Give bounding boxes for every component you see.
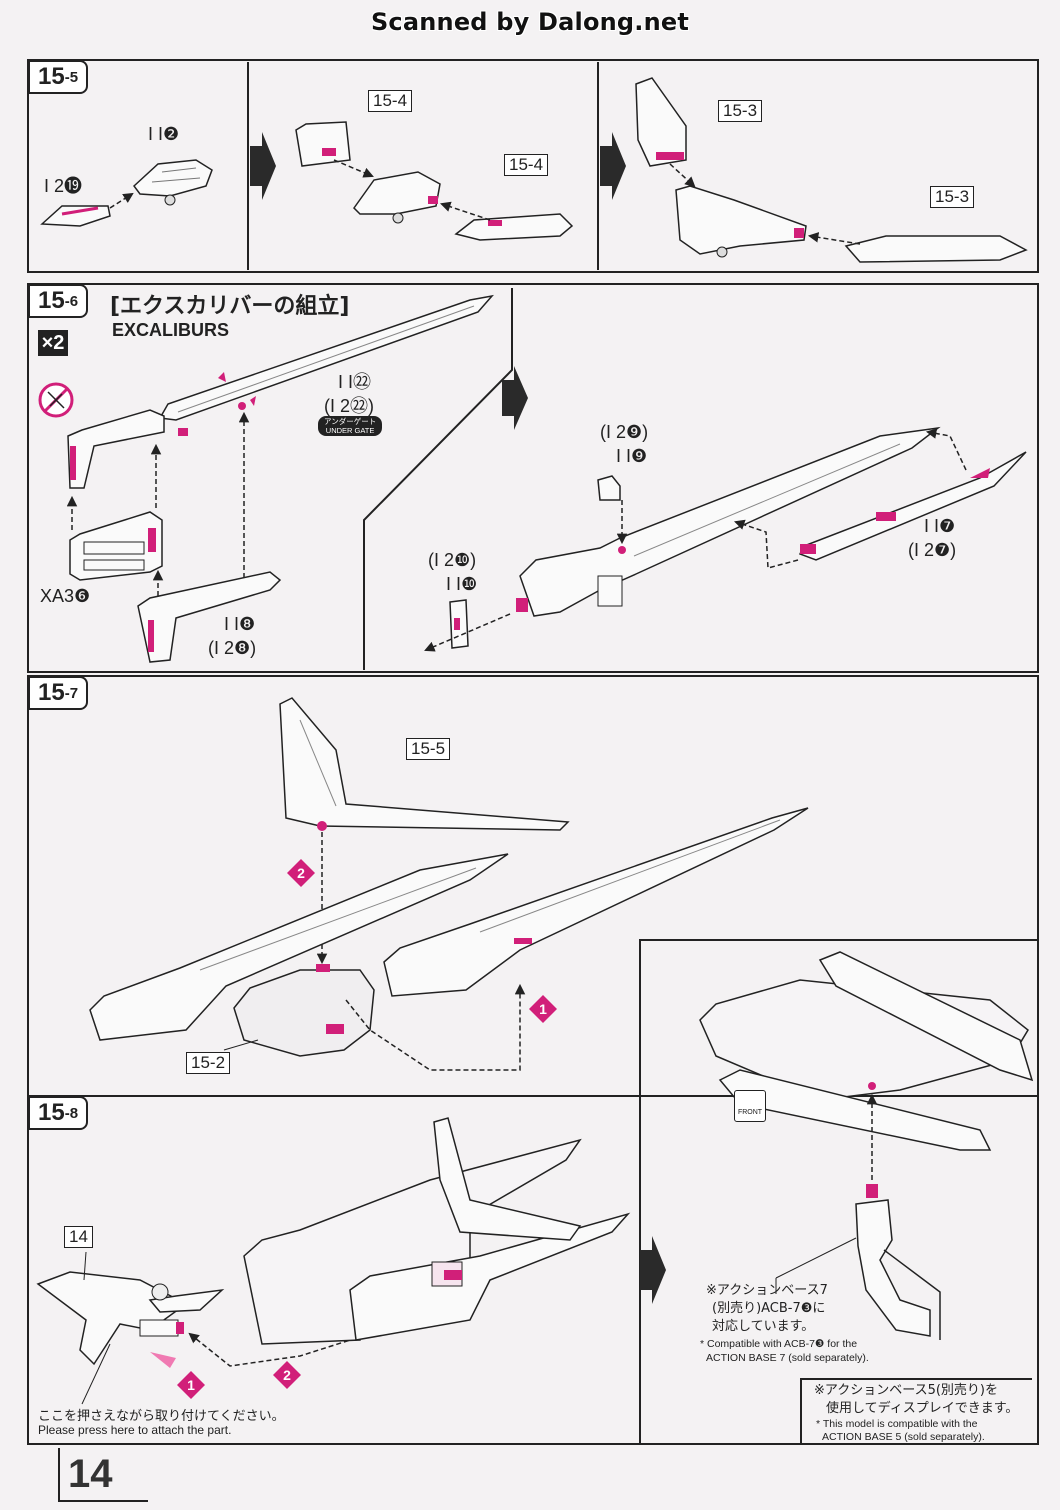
svg-text:2: 2 bbox=[283, 1367, 291, 1383]
step-sub-number: -8 bbox=[64, 1105, 79, 1122]
front-icon-label: FRONT bbox=[737, 1109, 763, 1116]
part-label-12-22: (I 2㉒) bbox=[324, 396, 375, 416]
part-label-xa3-6: XA3❻ bbox=[40, 586, 91, 606]
step-number: 15 bbox=[38, 679, 65, 706]
part-label-12-9: (I 2❾) bbox=[600, 422, 649, 442]
page-number: 14 bbox=[58, 1448, 148, 1502]
step-number: 15 bbox=[38, 1099, 65, 1126]
multiplier-badge: ×2 bbox=[38, 330, 68, 356]
front-icon: FRONT bbox=[734, 1090, 766, 1122]
part-label-11-22: I I㉒ bbox=[338, 372, 372, 392]
step-badge-15-5: 15-5 bbox=[28, 60, 89, 94]
under-gate-jp: アンダーゲート bbox=[324, 417, 377, 426]
part-label-11-10: I I❿ bbox=[446, 574, 478, 594]
ref-tag-15-4-b: 15-4 bbox=[504, 154, 549, 176]
part-label-11-9: I I❾ bbox=[616, 446, 648, 466]
ab5-note-jp-2: 使用してディスプレイできます。 bbox=[826, 1401, 1019, 1416]
step-sub-number: -5 bbox=[64, 69, 79, 86]
step-badge-15-7: 15-7 bbox=[28, 676, 89, 710]
part-label-12-7: (I 2❼) bbox=[908, 540, 957, 560]
part-label-12-19: I 2⓳ bbox=[44, 176, 83, 196]
ref-tag-15-3-a: 15-3 bbox=[718, 100, 763, 122]
section-title-en: EXCALIBURS bbox=[112, 320, 230, 340]
action-base-5-note-box bbox=[800, 1378, 1032, 1444]
press-note-jp: ここを押さえながら取り付けてください。 bbox=[38, 1409, 285, 1424]
ab5-note-en-2: ACTION BASE 5 (sold separately). bbox=[822, 1431, 985, 1443]
scan-watermark: Scanned by Dalong.net bbox=[370, 8, 690, 36]
ab5-note-jp-1: ※アクションベース5(別売り)を bbox=[814, 1383, 999, 1398]
no-glue-icon bbox=[38, 382, 74, 418]
part-label-12-10: (I 2❿) bbox=[428, 550, 477, 570]
svg-text:1: 1 bbox=[539, 1001, 547, 1017]
step-number: 15 bbox=[38, 287, 65, 314]
step6-illustration bbox=[66, 294, 1027, 663]
step-sub-number: -6 bbox=[64, 293, 79, 310]
ref-tag-15-4-a: 15-4 bbox=[368, 90, 413, 112]
under-gate-en: UNDER GATE bbox=[325, 426, 375, 435]
step-sub-number: -7 bbox=[64, 685, 79, 702]
ref-tag-14: 14 bbox=[64, 1226, 93, 1248]
step8-illustration bbox=[36, 1117, 666, 1405]
part-label-11-8: I I❽ bbox=[224, 614, 256, 634]
step-number: 15 bbox=[38, 63, 65, 90]
press-note-en: Please press here to attach the part. bbox=[38, 1423, 232, 1437]
svg-text:1: 1 bbox=[187, 1377, 195, 1393]
ref-tag-15-5: 15-5 bbox=[406, 738, 451, 760]
step-badge-15-6: 15-6 bbox=[28, 284, 89, 318]
acb7-note-jp-1: ※アクションベース7 bbox=[706, 1283, 828, 1298]
acb7-note-en-1: * Compatible with ACB-7❸ for the bbox=[700, 1338, 858, 1350]
step7-inset-illustration bbox=[699, 951, 1034, 1340]
svg-text:2: 2 bbox=[297, 865, 305, 881]
step7-illustration bbox=[89, 697, 809, 1071]
order-marker-2: 2 bbox=[273, 1361, 301, 1389]
order-marker-1: 1 bbox=[177, 1371, 205, 1399]
order-marker-1: 1 bbox=[529, 995, 557, 1023]
step-badge-15-8: 15-8 bbox=[28, 1096, 89, 1130]
acb7-note-jp-3: 対応しています。 bbox=[712, 1319, 815, 1334]
acb7-note-jp-2: (別売り)ACB-7❸に bbox=[712, 1301, 826, 1316]
section-title-jp: [エクスカリバーの組立] bbox=[110, 294, 350, 319]
ref-tag-15-3-b: 15-3 bbox=[930, 186, 975, 208]
acb7-note-en-2: ACTION BASE 7 (sold separately). bbox=[706, 1352, 869, 1364]
order-marker-2: 2 bbox=[287, 859, 315, 887]
ref-tag-15-2: 15-2 bbox=[186, 1052, 231, 1074]
under-gate-badge: アンダーゲート UNDER GATE bbox=[318, 416, 383, 436]
ab5-note-en-1: * This model is compatible with the bbox=[816, 1418, 978, 1430]
step5-illustration bbox=[40, 77, 1028, 263]
part-label-12-8: (I 2❽) bbox=[208, 638, 257, 658]
part-label-11-2: I I❷ bbox=[148, 124, 180, 144]
part-label-11-7: I I❼ bbox=[924, 516, 956, 536]
